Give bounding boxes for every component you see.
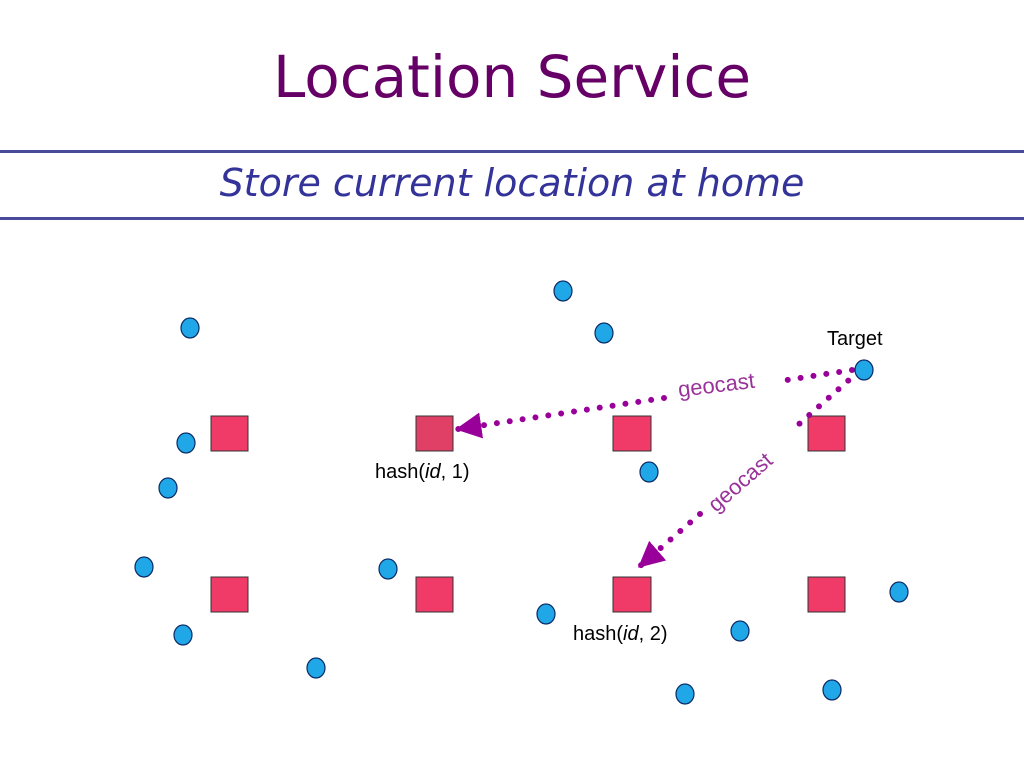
home-square <box>415 576 454 613</box>
node-circle <box>158 477 178 499</box>
home-square <box>210 415 249 452</box>
geocast-label-1: geocast <box>677 368 757 402</box>
node-circle <box>176 432 196 454</box>
hash-1-suffix: , 1) <box>441 461 470 483</box>
geocast-label-2: geocast <box>703 447 778 516</box>
hash-2-id: id <box>623 623 639 645</box>
bottom-divider <box>0 217 1024 220</box>
node-circle <box>180 317 200 339</box>
home-square-hash-1 <box>415 415 454 452</box>
geocast-arrow-1 <box>777 367 855 384</box>
hash-2-label: hash(id, 2) <box>573 623 668 645</box>
node-circle <box>306 657 326 679</box>
home-squares <box>210 415 846 613</box>
hash-1-id: id <box>425 461 441 483</box>
node-circle <box>594 322 614 344</box>
target-node <box>854 359 874 381</box>
node-circle <box>889 581 909 603</box>
slide-title: Location Service <box>272 43 752 111</box>
home-square <box>210 576 249 613</box>
node-circle <box>730 620 750 642</box>
node-circle <box>134 556 154 578</box>
slide-subtitle: Store current location at home <box>219 161 805 205</box>
geocast-arrow-1-tail <box>455 395 667 439</box>
node-circle <box>536 603 556 625</box>
node-circle <box>639 461 659 483</box>
hash-2-suffix: , 2) <box>639 623 668 645</box>
home-square-hash-2 <box>612 576 652 613</box>
hash-2-prefix: hash( <box>573 623 623 645</box>
target-label: Target <box>827 328 883 350</box>
hash-1-prefix: hash( <box>375 461 425 483</box>
node-circle <box>822 679 842 701</box>
hash-1-label: hash(id, 1) <box>375 461 470 483</box>
node-circle <box>553 280 573 302</box>
geocast-arrows <box>455 367 861 569</box>
home-square <box>807 415 846 452</box>
node-circle <box>675 683 695 705</box>
geocast-arrow-2-tail <box>637 511 703 569</box>
node-circle <box>173 624 193 646</box>
network-nodes <box>134 280 909 705</box>
home-square <box>612 415 652 452</box>
home-square <box>807 576 846 613</box>
top-divider <box>0 150 1024 153</box>
node-circle <box>378 558 398 580</box>
geocast-arrow-2-head <box>787 369 861 435</box>
